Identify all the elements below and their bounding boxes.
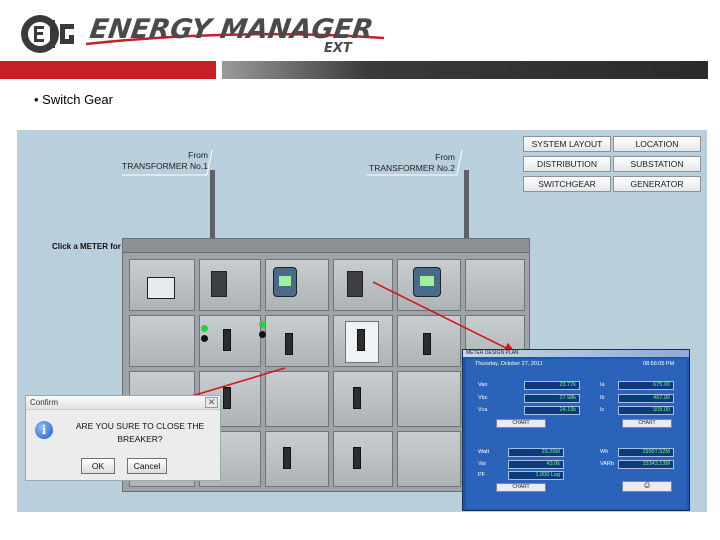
meter-3[interactable] [347,271,363,297]
breaker-panel [129,315,195,367]
upper-panel [465,259,525,311]
breaker-handle[interactable] [353,447,361,469]
nav-generator-button[interactable]: GENERATOR [613,176,701,192]
nav-system-layout-button[interactable]: SYSTEM LAYOUT [523,136,611,152]
dialog-title: Confirm [30,398,59,407]
click-meter-hint: Click a METER for details [52,242,149,251]
dialog-message: ARE YOU SURE TO CLOSE THE BREAKER? [75,421,205,444]
current-label: Ia [600,382,605,388]
meter-2[interactable] [273,267,297,297]
lower-panel [265,371,329,427]
voltage-value: 24.19k [524,406,580,415]
header-dark-bar [222,61,708,79]
energy-label: Wh [600,449,609,455]
slide-bullet: • Switch Gear [34,92,113,107]
upper-panel [199,259,261,311]
energy-label: VARh [600,461,614,467]
voltage-label: Vca [478,407,488,413]
meter-1[interactable] [211,271,227,297]
voltage-label: Van [478,382,488,388]
feeder-pipe [464,170,469,242]
meter-4[interactable] [413,267,441,297]
transformer-2-label: From TRANSFORMER No.2 [369,152,455,173]
wire-lines [122,149,463,176]
breaker-handle[interactable] [353,387,361,409]
breaker-handle[interactable] [423,333,431,355]
nav-switchgear-button[interactable]: SWITCHGEAR [523,176,611,192]
dialog-titlebar: Confirm ✕ [26,396,220,410]
nav-distribution-button[interactable]: DISTRIBUTION [523,156,611,172]
close-icon[interactable]: ✕ [205,397,218,408]
breaker-handle[interactable] [283,447,291,469]
lower-panel [333,431,393,487]
breaker-led-off [259,331,266,338]
current-chart-button[interactable]: CHART [622,419,672,428]
voltage-label: Vbc [478,395,488,401]
power-chart-button[interactable]: CHART [496,483,546,492]
feeder-pipe [210,170,215,242]
printer-icon: ⎙ [644,482,650,489]
breaker-led-green [201,325,208,332]
voltage-value: 23.77k [524,381,580,390]
breaker-handle[interactable] [223,387,231,409]
print-button[interactable]: ⎙ [622,481,672,492]
meter-date: Thursday, October 27, 2011 [475,361,543,367]
current-value: 467.00 [618,394,674,403]
power-label: Var [478,461,487,467]
meter-time: 08:56:05 PM [643,361,675,367]
power-label: PF [478,472,486,478]
lower-panel [397,431,461,487]
lower-panel [333,371,393,427]
current-label: Ic [600,407,605,413]
upper-panel [333,259,393,311]
power-value: 43.0k [508,460,564,469]
ok-button[interactable]: OK [81,458,115,474]
breaker-panel [265,315,329,367]
breaker-led-off [201,335,208,342]
nav-substation-button[interactable]: SUBSTATION [613,156,701,172]
power-label: Watt [478,449,490,455]
meter-display[interactable] [147,277,175,299]
breaker-handle[interactable] [285,333,293,355]
meter-window-title: METER DESIGN PLAN [463,350,689,357]
brand-suffix: EXT [324,41,352,56]
info-icon: i [35,421,53,439]
current-value: 509.00 [618,406,674,415]
header-red-bar [0,61,216,79]
lower-panel [397,371,461,427]
logo-swoosh-icon [86,32,385,46]
breaker-led-green [259,321,266,328]
power-value: 1.000 Lag [508,471,564,480]
eig-logo-icon [21,15,74,53]
voltage-value: 27.98k [524,394,580,403]
lower-panel [265,431,329,487]
nav-location-button[interactable]: LOCATION [613,136,701,152]
current-label: Ib [600,395,605,401]
voltage-chart-button[interactable]: CHART [496,419,546,428]
energy-value: 33343.13M [618,460,674,469]
energy-value: 29997.52M [618,448,674,457]
transformer-1-label: From TRANSFORMER No.1 [122,150,208,171]
confirm-dialog: Confirm ✕ i ARE YOU SURE TO CLOSE THE BR… [25,395,221,481]
power-value: 29.25M [508,448,564,457]
current-value: 675.00 [618,381,674,390]
cancel-button[interactable]: Cancel [127,458,167,474]
breaker-handle[interactable] [357,329,365,351]
breaker-handle[interactable] [223,329,231,351]
